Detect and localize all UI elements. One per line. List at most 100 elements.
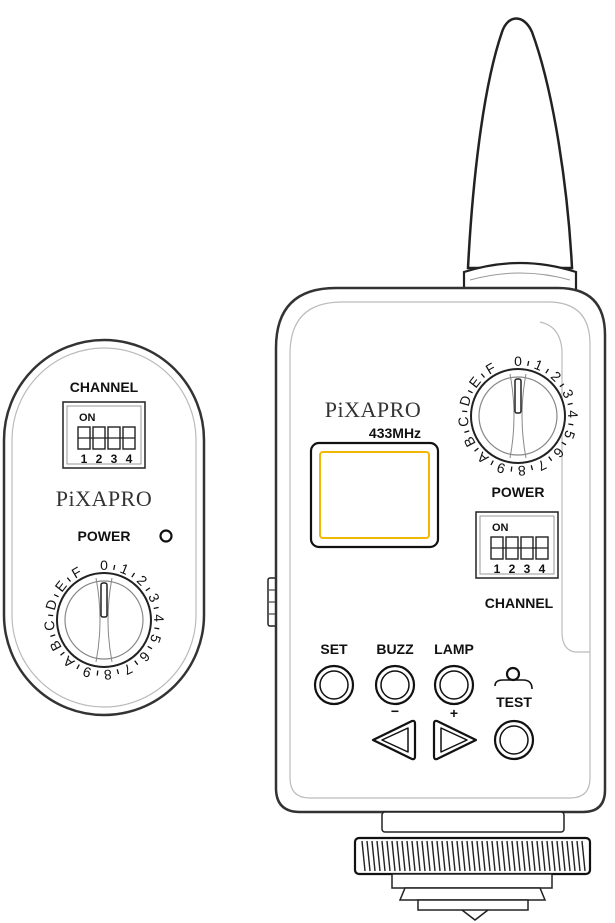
knurl-line [476,840,481,872]
receiver-channel-dial[interactable] [56,572,152,668]
knurl-line [446,840,451,872]
knurl-line [561,840,566,872]
transmitter-switch-num-2: 2 [509,562,516,576]
receiver-brand-logo: PiXAPRO [56,486,152,511]
transmitter-switch-num-4: 4 [539,562,546,576]
receiver-dip-switch[interactable]: ON 1 2 3 4 [62,401,146,469]
receiver-power-label: POWER [78,528,131,544]
receiver-switch-num-4: 4 [126,452,133,466]
receiver-dial-tick [113,564,116,571]
transmitter-brand-logo: PiXAPRO [325,397,421,422]
receiver-dial-tick [53,594,59,598]
set-button[interactable] [313,664,355,706]
transmitter-dial-label-0: 0 [514,353,522,369]
knurl-line [571,840,576,872]
knurl-line [396,840,401,872]
receiver-body [2,338,206,717]
transmitter-channel-dial[interactable] [470,368,566,464]
knurl-line [541,840,546,872]
knurl-line [471,840,476,872]
receiver-dial-label-d: D [42,598,60,612]
knurl-line [391,840,396,872]
knurl-line [441,840,446,872]
knurl-line [461,840,466,872]
knurl-line [381,840,386,872]
knurl-line [531,840,536,872]
transmitter-channel-label: CHANNEL [485,595,554,611]
test-button[interactable] [493,719,535,761]
transmitter-dip-switch[interactable]: ON 1 2 3 4 [475,511,559,579]
transmitter-dial-tick [561,441,567,446]
knurl-line [466,840,471,872]
transmitter-frequency-label: 433MHz [369,425,421,441]
receiver-dial-pointer [100,582,108,618]
receiver-dial-tick [96,670,99,676]
receiver-dial-tick [147,645,153,650]
transmitter-power-label: POWER [492,484,545,500]
knurl-line [486,840,491,872]
transmitter-dial-tick [462,410,468,413]
transmitter-dial-tick [545,368,550,374]
knurl-line [551,840,556,872]
knurl-line [371,840,376,872]
transmitter-dial-label-c: C [455,416,472,428]
transmitter-dial-tick [474,447,479,452]
receiver-dial-label-c: C [41,620,58,632]
transmitter-switch-num-1: 1 [494,562,501,576]
transmitter-dial-tick [568,423,574,426]
receiver-dial-tick [131,572,136,578]
transmitter-dial-label-d: D [456,394,474,408]
knurl-line [366,840,371,872]
knurl-line [451,840,456,872]
receiver-dial-tick [66,577,71,582]
transmitter-dial-tick [464,430,470,434]
knurl-line [556,840,561,872]
lamp-button[interactable] [433,664,475,706]
receiver-dial-label-8: 8 [103,667,112,684]
knurl-line [506,840,511,872]
hot-shoe-mount [353,811,592,921]
knurl-line [401,840,406,872]
receiver-switch-num-2: 2 [96,452,103,466]
knurl-line [481,840,486,872]
knurl-line [491,840,496,872]
transmitter-dial-tick [548,456,553,462]
receiver-power-led [159,529,173,543]
receiver-dial-tick [50,634,56,638]
transmitter-dial-tick [559,383,565,388]
receiver-dial-label-4: 4 [151,614,167,623]
decrease-arrow-button[interactable] [371,719,417,761]
receiver-dial-tick [153,606,159,610]
transmitter-dial-tick [530,465,534,471]
transmitter-dial-tick [567,402,573,406]
transmitter-dial-tick [527,360,530,367]
transmitter-dial-label-8: 8 [517,463,526,480]
knurl-line [411,840,416,872]
receiver-dial-tick [145,587,151,592]
transmitter-dial-tick [467,390,473,394]
test-led [505,666,521,682]
receiver-dial-tick [60,651,65,656]
transmitter-switch-num-3: 3 [524,562,531,576]
knurl-line [431,840,436,872]
receiver-dial-label-0: 0 [100,557,108,573]
knurl-line [576,840,581,872]
knurl-line [581,840,586,872]
receiver-channel-label: CHANNEL [70,379,139,395]
knurl-line [501,840,506,872]
knurl-line [421,840,426,872]
knurl-line [496,840,501,872]
transmitter-dial-tick [480,373,485,378]
buzz-button-label: BUZZ [376,641,414,657]
transmitter-antenna [466,17,574,270]
test-button-label: TEST [496,694,532,710]
increase-arrow-button[interactable] [432,719,478,761]
buzz-button[interactable] [374,664,416,706]
receiver-dial-tick [76,664,80,670]
transmitter-dial-pointer [514,378,522,414]
knurl-line [566,840,571,872]
knurl-line [416,840,421,872]
receiver-dial-tick [48,614,54,617]
